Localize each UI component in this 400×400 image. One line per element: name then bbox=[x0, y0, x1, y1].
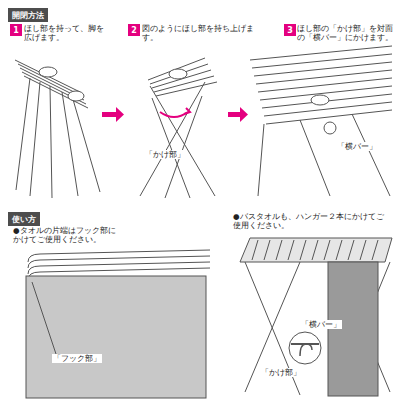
section-header: 使い方 bbox=[8, 212, 40, 226]
step3-figure bbox=[250, 46, 392, 196]
step-instruction: ほし部を持って、脚を広げます。 bbox=[23, 24, 105, 43]
header-text: 使い方 bbox=[12, 214, 36, 225]
part-name: 「かけ部」 bbox=[260, 368, 302, 377]
towel-on-hook-figure bbox=[26, 250, 210, 398]
part-name: 「横バー」 bbox=[300, 320, 342, 329]
part-name: 「フック部」 bbox=[52, 354, 102, 363]
step-number: 2 bbox=[128, 24, 140, 36]
usage-note: ●バスタオルも、ハンガー２本にかけてご使用ください。 bbox=[232, 212, 392, 231]
step2-figure bbox=[140, 58, 217, 198]
step-arrows bbox=[102, 107, 248, 122]
step-number-text: 1 bbox=[13, 26, 19, 35]
step-number-text: 3 bbox=[287, 26, 293, 35]
step-instruction: ほし部の「かけ部」を対面の「横バー」にかけます。 bbox=[296, 24, 394, 43]
step-number: 3 bbox=[284, 24, 296, 36]
step-instruction: 図のようにほし部を持ち上げます。 bbox=[141, 24, 261, 43]
rack-standing-figure bbox=[240, 238, 392, 396]
usage-note: ●タオルの片端はフック部にかけてご使用ください。 bbox=[12, 226, 124, 245]
part-name: 「かけ部」 bbox=[144, 150, 186, 159]
section-header: 開閉方法 bbox=[8, 8, 48, 22]
step-number: 1 bbox=[10, 24, 22, 36]
header-text: 開閉方法 bbox=[12, 10, 44, 21]
part-name: 「横バー」 bbox=[336, 142, 378, 151]
step-number-text: 2 bbox=[131, 26, 137, 35]
step1-figure bbox=[15, 60, 100, 198]
